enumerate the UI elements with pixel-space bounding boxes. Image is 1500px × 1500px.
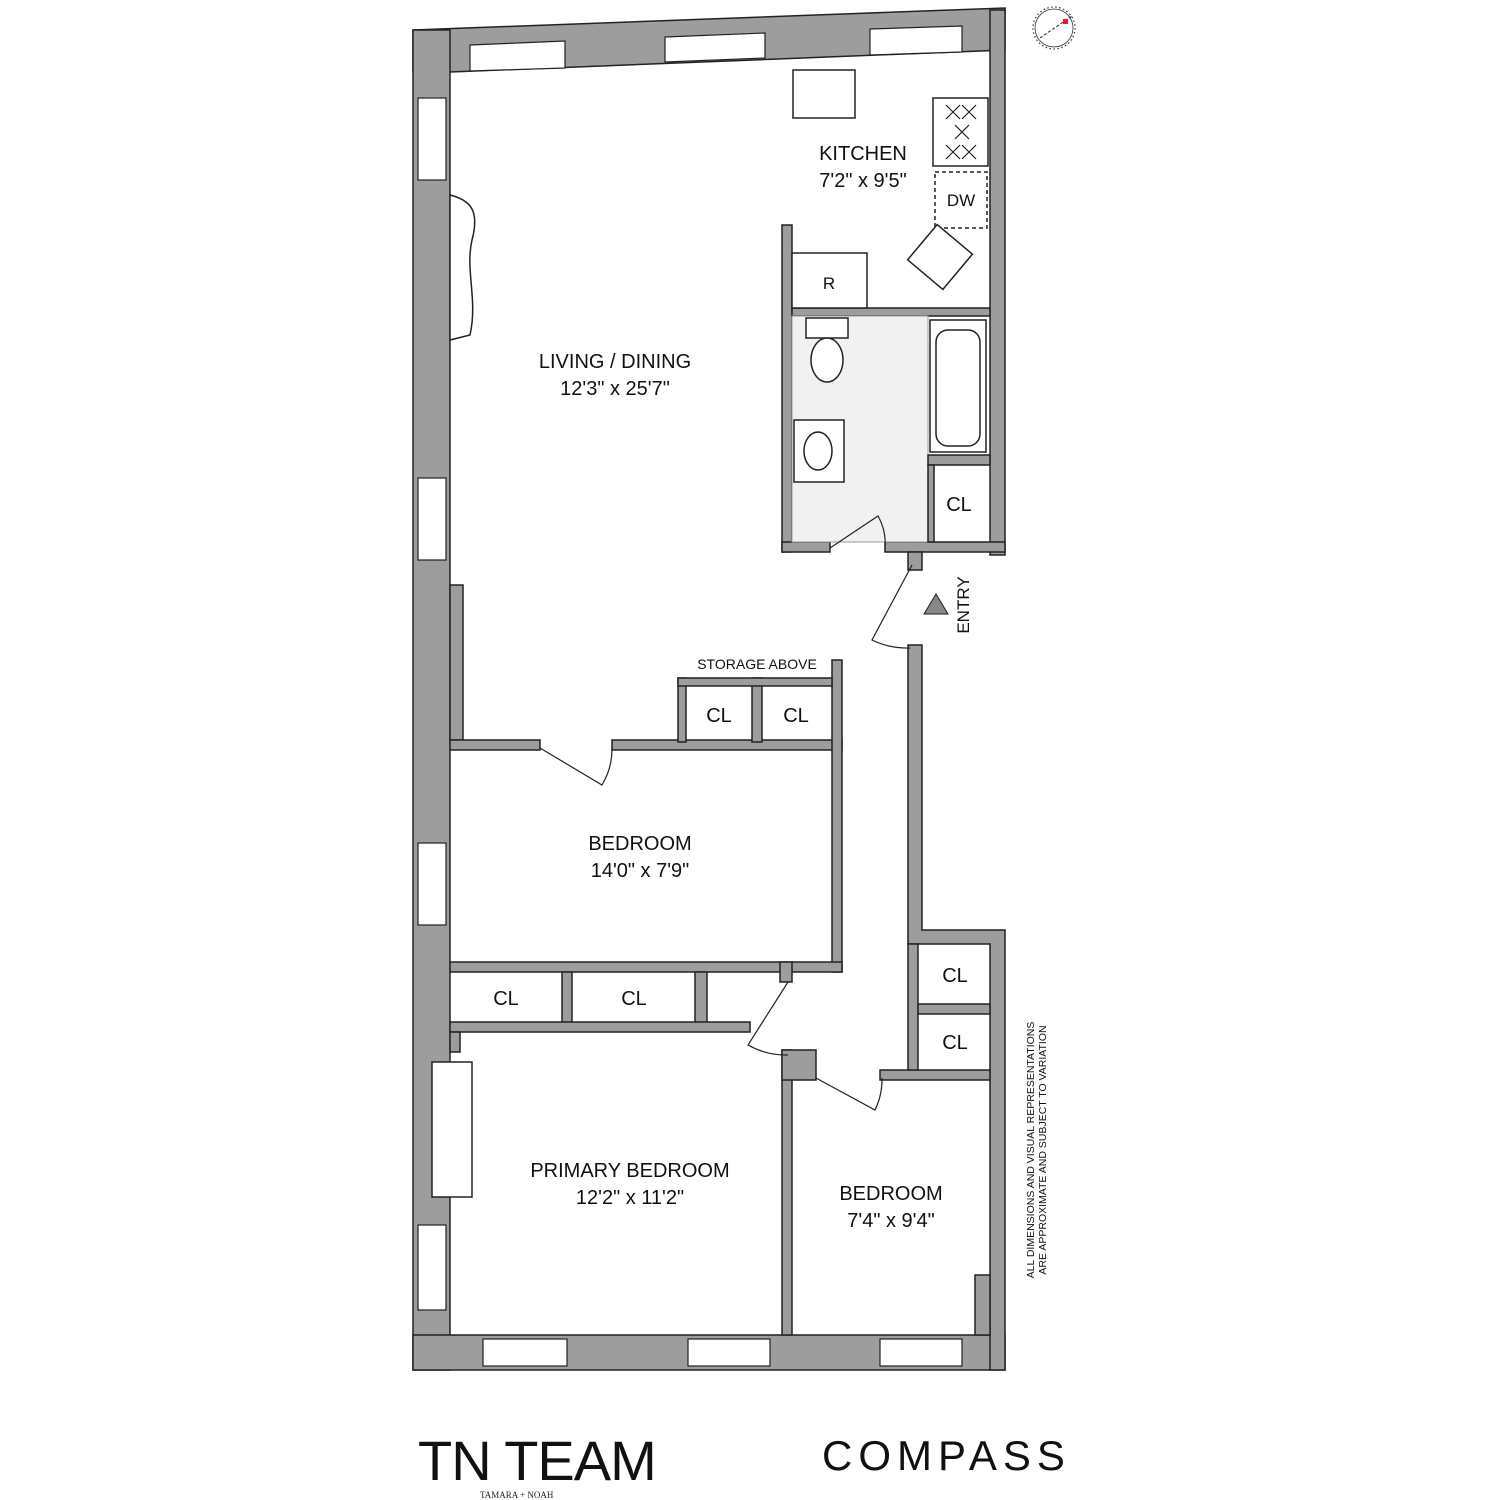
room-size: 7'4" x 9'4" xyxy=(847,1210,934,1232)
refrigerator xyxy=(791,252,868,309)
closet-label: CL xyxy=(783,705,809,727)
disclaimer-line: ARE APPROXIMATE AND SUBJECT TO VARIATION xyxy=(1037,1025,1049,1275)
room-size: 12'2" x 11'2" xyxy=(576,1187,684,1209)
room-size: 7'2" x 9'5" xyxy=(819,170,906,192)
east-wall-upper xyxy=(989,9,1006,556)
room-name: BEDROOM xyxy=(839,1183,942,1205)
windows xyxy=(417,25,963,1367)
room-size: 12'3" x 25'7" xyxy=(560,378,670,400)
closet-wall xyxy=(907,943,919,1071)
bedroom-wall xyxy=(449,961,843,973)
bedroom-door[interactable] xyxy=(539,747,613,786)
tub-basin xyxy=(935,329,981,447)
radiator xyxy=(449,194,476,341)
bedroom-wall xyxy=(974,1274,991,1336)
radiator xyxy=(431,1061,473,1198)
bedroom-wall xyxy=(611,739,843,751)
closet-label: CL xyxy=(942,965,968,987)
closet-label: CL xyxy=(946,494,972,516)
bedroom-wall xyxy=(449,739,541,751)
chimney xyxy=(792,69,856,119)
disclaimer: ALL DIMENSIONS AND VISUAL REPRESENTATION… xyxy=(1025,1022,1049,1279)
closet-label: CL xyxy=(621,988,647,1010)
kitchen-sink xyxy=(906,223,974,291)
toilet xyxy=(810,337,844,383)
storage-note: STORAGE ABOVE xyxy=(697,656,817,672)
closet-wall xyxy=(677,677,687,743)
bedroom-door[interactable] xyxy=(815,1077,883,1111)
entry-door[interactable] xyxy=(871,564,913,649)
entry-arrow-icon xyxy=(923,593,949,615)
closet-label: CL xyxy=(493,988,519,1010)
compass-logo: COMPASS xyxy=(822,1432,1071,1479)
bath-sink xyxy=(803,431,833,471)
closet-wall xyxy=(927,464,935,543)
closet-label: CL xyxy=(942,1032,968,1054)
dishwasher xyxy=(934,171,988,229)
east-wall-lower xyxy=(907,644,1006,1371)
closet-wall xyxy=(751,677,763,743)
burners-icon xyxy=(945,104,977,160)
bath-wall xyxy=(791,307,991,317)
dishwasher-label: DW xyxy=(947,191,975,210)
bedroom-wall xyxy=(831,659,843,973)
room-size: 14'0" x 7'9" xyxy=(591,860,690,882)
compass-rose-icon xyxy=(1032,6,1076,50)
entry-label: ENTRY xyxy=(954,576,973,633)
vanity xyxy=(793,419,845,483)
room-name: PRIMARY BEDROOM xyxy=(530,1160,729,1182)
tn-team-logo: TN TEAM xyxy=(418,1429,657,1492)
closet-wall xyxy=(677,677,833,687)
disclaimer-line: ALL DIMENSIONS AND VISUAL REPRESENTATION… xyxy=(1025,1021,1037,1279)
bath-wall xyxy=(884,541,1006,553)
closet-label: CL xyxy=(706,705,732,727)
room-name: BEDROOM xyxy=(588,833,691,855)
primary-wall xyxy=(449,1031,461,1053)
bath-wall xyxy=(781,541,831,553)
primary-door[interactable] xyxy=(747,981,789,1056)
toilet-tank xyxy=(805,317,849,339)
west-pier xyxy=(449,584,464,741)
room-name: KITCHEN xyxy=(819,143,907,165)
closet-wall xyxy=(927,454,991,466)
closet-wall xyxy=(917,1003,991,1015)
range-stove xyxy=(932,97,989,167)
refrigerator-label: R xyxy=(823,274,835,293)
closet-wall xyxy=(449,1021,751,1033)
tn-team-subtitle: TAMARA + NOAH xyxy=(480,1490,554,1500)
kitchen-wall xyxy=(781,224,793,553)
primary-wall xyxy=(781,1049,793,1336)
bedroom-wall xyxy=(879,1069,991,1081)
bath-door[interactable] xyxy=(829,515,886,549)
closet-wall xyxy=(779,961,793,983)
room-name: LIVING / DINING xyxy=(539,351,691,373)
